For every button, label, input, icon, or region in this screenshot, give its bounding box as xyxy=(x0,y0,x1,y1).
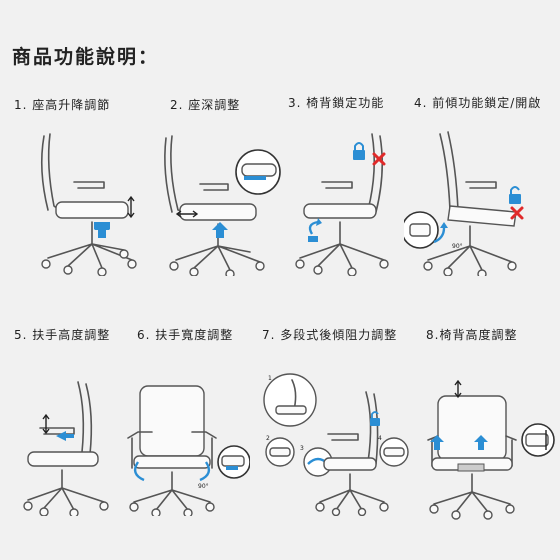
chair-outline xyxy=(40,133,137,276)
chair-outline xyxy=(423,131,517,276)
feature-4-caption: 4. 前傾功能鎖定/開啟 xyxy=(414,96,542,110)
feature-5-caption: 5. 扶手高度調整 xyxy=(14,328,111,342)
figure-forward-tilt: 90° xyxy=(404,126,534,276)
step-detail-2: 2 xyxy=(265,435,295,467)
step-2-number: 2 xyxy=(266,435,270,442)
rotate-icon xyxy=(433,222,448,244)
feature-3-caption: 3. 椅背鎖定功能 xyxy=(288,96,385,110)
double-arrow-icon xyxy=(133,461,211,482)
zoom-detail xyxy=(217,445,250,479)
zoom-detail xyxy=(521,423,555,457)
cross-icon xyxy=(372,152,386,166)
step-1-number: 1 xyxy=(268,375,272,382)
up-arrow-icon xyxy=(430,435,488,450)
page-title: 商品功能說明： xyxy=(12,46,160,68)
up-arrow-icon xyxy=(94,222,110,238)
cross-icon xyxy=(510,206,524,220)
tilt-angle-label: 90° xyxy=(452,243,463,250)
zoom-detail xyxy=(235,149,281,195)
armrest-angle-label: 90° xyxy=(198,483,209,490)
feature-7-caption: 7. 多段式後傾阻力調整 xyxy=(262,328,398,342)
chair-outline xyxy=(295,133,389,276)
up-arrow-icon xyxy=(212,222,228,238)
figure-seat-height xyxy=(28,126,146,276)
step-detail-4: 4 xyxy=(378,435,409,467)
figure-armrest-width: 90° xyxy=(122,376,250,516)
feature-1-caption: 1. 座高升降調節 xyxy=(14,98,111,112)
chair-outline xyxy=(23,381,109,516)
figure-backrest-height xyxy=(416,380,556,520)
step-4-number: 4 xyxy=(378,435,382,442)
unlock-icon xyxy=(370,411,380,426)
feature-6-caption: 6. 扶手寬度調整 xyxy=(137,328,234,342)
feature-2-caption: 2. 座深調整 xyxy=(170,98,241,112)
step-3-number: 3 xyxy=(300,445,304,452)
double-arrow-icon xyxy=(175,210,199,218)
unlock-icon xyxy=(509,186,521,204)
figure-tilt-tension: 1 2 3 4 xyxy=(262,370,414,516)
double-arrow-icon xyxy=(127,195,135,219)
chair-outline xyxy=(315,391,389,516)
zoom-detail xyxy=(404,211,439,249)
lock-icon xyxy=(353,142,365,160)
double-arrow-icon xyxy=(42,413,50,435)
up-arrow-icon xyxy=(56,431,74,441)
figure-armrest-height xyxy=(22,376,134,516)
feature-8-caption: 8.椅背高度調整 xyxy=(426,328,518,342)
figure-seat-depth xyxy=(158,126,288,276)
rotate-icon xyxy=(308,218,322,242)
figure-back-lock xyxy=(292,126,402,276)
chair-outline xyxy=(127,385,217,516)
chair-outline xyxy=(427,395,517,520)
chair-outline xyxy=(164,135,265,276)
double-arrow-icon xyxy=(454,380,462,399)
step-detail-1: 1 xyxy=(263,373,317,427)
